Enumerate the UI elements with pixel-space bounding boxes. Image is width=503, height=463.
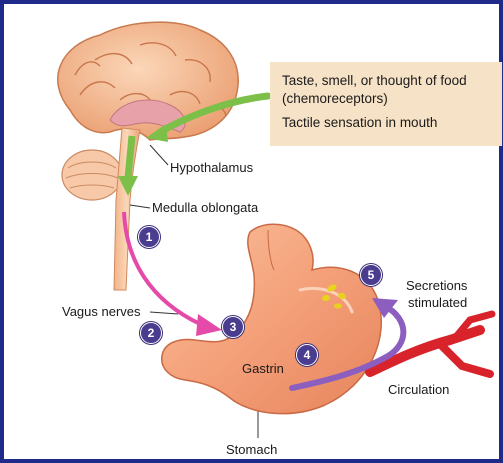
step-5-badge: 5	[360, 264, 382, 286]
label-circulation: Circulation	[388, 382, 449, 398]
step-3-badge: 3	[222, 316, 244, 338]
blood-vessel	[370, 314, 492, 374]
label-secretions: Secretions	[406, 278, 467, 294]
label-hypothalamus: Hypothalamus	[170, 160, 253, 176]
label-stimulated: stimulated	[408, 295, 467, 311]
stimulus-line-1: Taste, smell, or thought of food	[282, 72, 467, 89]
stimulus-line-2: (chemoreceptors)	[282, 90, 388, 107]
cerebellum	[62, 150, 122, 200]
descending-arrow	[128, 136, 132, 178]
step-1-badge: 1	[138, 226, 160, 248]
label-stomach: Stomach	[226, 442, 277, 458]
step-4-badge: 4	[296, 344, 318, 366]
brain-illustration	[58, 22, 238, 290]
label-gastrin: Gastrin	[242, 361, 284, 377]
stomach-illustration	[162, 224, 382, 413]
step-2-badge: 2	[140, 322, 162, 344]
stimulus-line-3: Tactile sensation in mouth	[282, 114, 437, 131]
stimulus-info-box: Taste, smell, or thought of food (chemor…	[270, 62, 502, 146]
label-vagus-nerves: Vagus nerves	[62, 304, 141, 320]
label-medulla-oblongata: Medulla oblongata	[152, 200, 258, 216]
